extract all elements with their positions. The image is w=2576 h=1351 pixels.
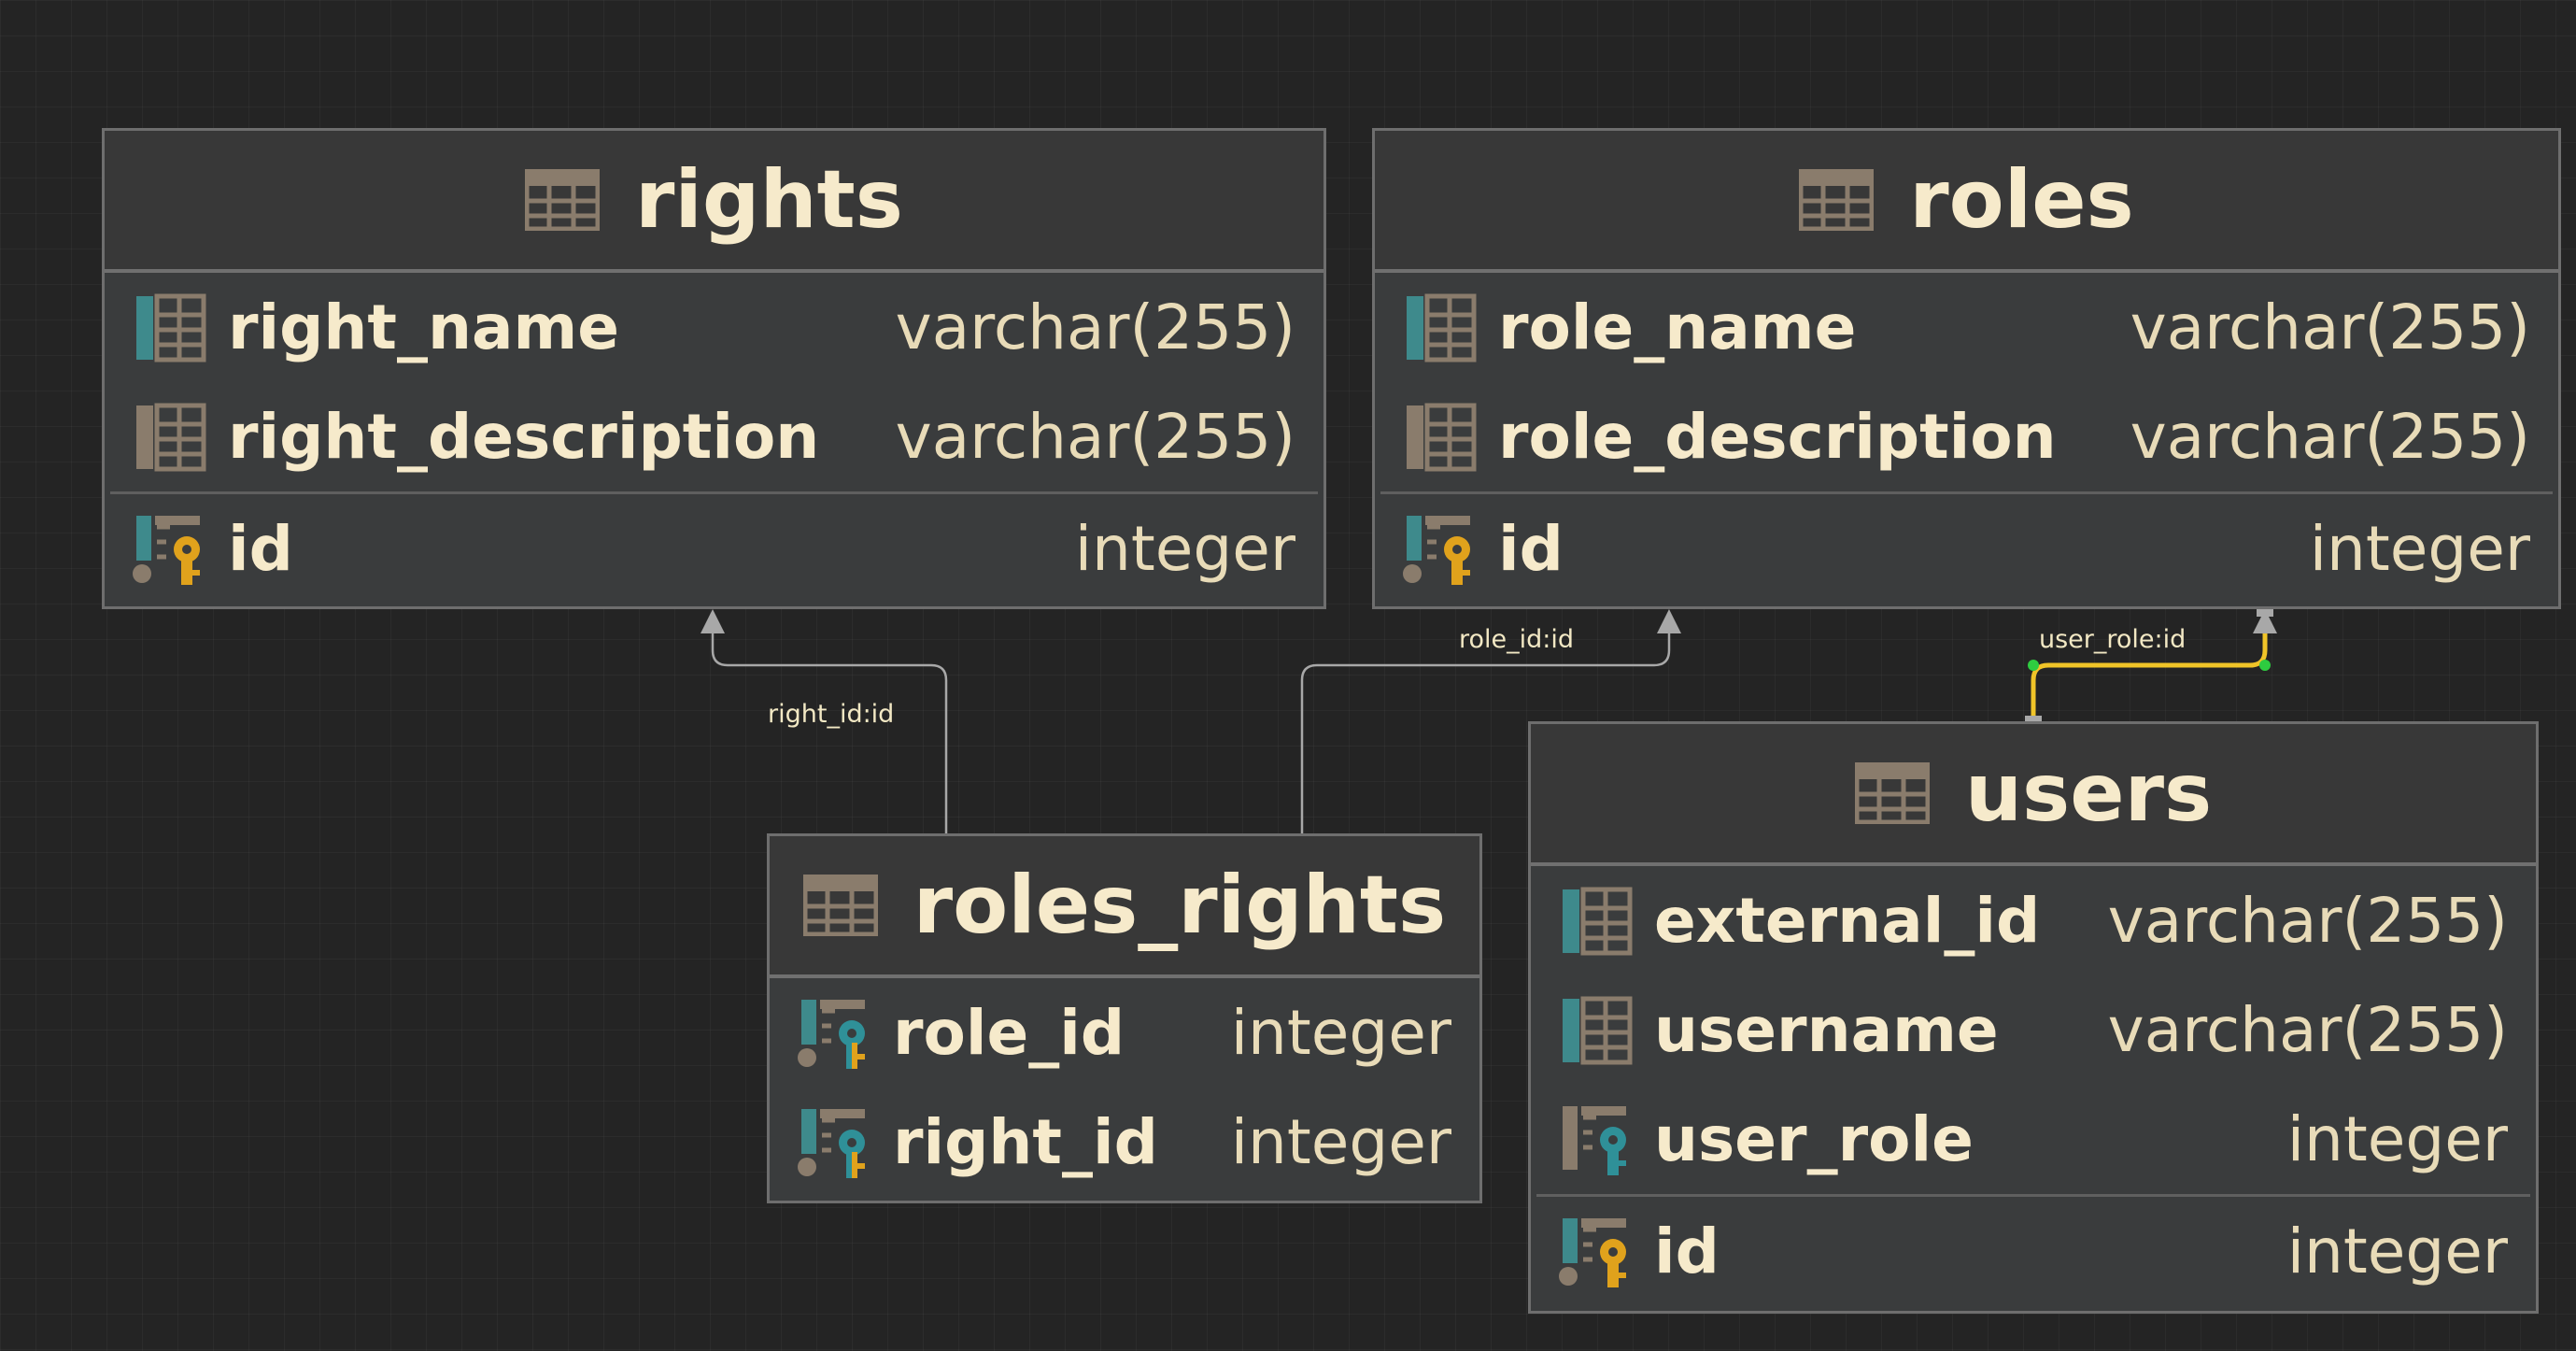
column-type: varchar(255) (2107, 993, 2508, 1066)
table-title: users (1964, 747, 2213, 840)
table-icon (1854, 762, 1930, 824)
table-roles[interactable]: roles role_name varchar(255) role_descri… (1372, 128, 2561, 609)
column-type: integer (1230, 1105, 1451, 1178)
key-separator (1536, 1194, 2530, 1197)
column-type: integer (2309, 512, 2530, 585)
table-header[interactable]: users (1531, 724, 2536, 866)
table-row[interactable]: role_description varchar(255) (1375, 382, 2558, 491)
column-type: integer (2286, 1215, 2508, 1287)
column-name: role_name (1498, 291, 1857, 363)
arrow-head-icon (701, 609, 725, 633)
primary-key-icon (1403, 515, 1470, 585)
table-icon (525, 169, 600, 231)
table-row[interactable]: right_name varchar(255) (105, 273, 1323, 382)
table-roles-rights[interactable]: roles_rights role_id integer r (767, 833, 1482, 1203)
column-name: role_id (893, 996, 1125, 1069)
column-type: varchar(255) (895, 400, 1295, 473)
column-icon (1563, 887, 1633, 955)
column-icon (136, 293, 206, 362)
arrow-head-icon (2253, 609, 2277, 633)
table-header[interactable]: roles_rights (770, 836, 1479, 978)
table-icon (802, 875, 878, 936)
column-name: right_description (228, 400, 820, 473)
table-header[interactable]: roles (1375, 131, 2558, 273)
column-name: id (1498, 512, 1564, 585)
column-icon (1407, 293, 1477, 362)
column-name: right_id (893, 1105, 1158, 1178)
table-row[interactable]: id integer (1531, 1197, 2536, 1306)
column-type: varchar(255) (2130, 291, 2530, 363)
column-name: id (1654, 1215, 1720, 1287)
relation-user-role[interactable]: user_role:id (2025, 600, 2277, 732)
column-type: integer (2286, 1102, 2508, 1175)
table-row[interactable]: external_id varchar(255) (1531, 866, 2536, 975)
column-type: integer (1074, 512, 1295, 585)
primary-foreign-key-icon (798, 1108, 865, 1178)
arrow-head-icon (1657, 609, 1681, 633)
column-type: varchar(255) (2130, 400, 2530, 473)
table-row[interactable]: user_role integer (1531, 1085, 2536, 1194)
table-row[interactable]: role_id integer (770, 978, 1479, 1088)
key-separator (1380, 491, 2553, 494)
column-type: varchar(255) (2107, 884, 2508, 957)
table-rights[interactable]: rights right_name varchar(255) right_des… (102, 128, 1326, 609)
column-type: integer (1230, 996, 1451, 1069)
table-users[interactable]: users external_id varchar(255) username … (1528, 721, 2539, 1314)
table-header[interactable]: rights (105, 131, 1323, 273)
column-name: role_description (1498, 400, 2057, 473)
column-type: varchar(255) (895, 291, 1295, 363)
key-separator (110, 491, 1318, 494)
column-name: user_role (1654, 1102, 1974, 1175)
relation-label-right-id: right_id:id (768, 700, 894, 729)
table-icon (1799, 169, 1875, 231)
primary-key-icon (1559, 1217, 1626, 1287)
table-row[interactable]: id integer (1375, 494, 2558, 604)
column-icon (1563, 996, 1633, 1064)
column-name: id (228, 512, 293, 585)
relation-label-user-role: user_role:id (2039, 625, 2186, 654)
column-name: right_name (228, 291, 620, 363)
primary-key-icon (133, 515, 200, 585)
table-row[interactable]: username varchar(255) (1531, 975, 2536, 1085)
relation-label-role-id: role_id:id (1459, 625, 1574, 654)
column-name: username (1654, 993, 1999, 1066)
relation-role-id[interactable]: role_id:id (1300, 609, 1681, 833)
table-title: roles_rights (913, 859, 1447, 952)
table-row[interactable]: right_description varchar(255) (105, 382, 1323, 491)
foreign-key-icon (1563, 1105, 1626, 1175)
bend-point-handle (2028, 660, 2039, 671)
primary-foreign-key-icon (798, 999, 865, 1069)
column-name: external_id (1654, 884, 2041, 957)
table-title: roles (1909, 153, 2134, 247)
column-icon (136, 403, 206, 471)
table-row[interactable]: id integer (105, 494, 1323, 604)
table-row[interactable]: role_name varchar(255) (1375, 273, 2558, 382)
bend-point-handle (2259, 660, 2271, 671)
table-row[interactable]: right_id integer (770, 1088, 1479, 1197)
table-title: rights (635, 153, 903, 247)
column-icon (1407, 403, 1477, 471)
relation-right-id[interactable]: right_id:id (701, 609, 948, 833)
